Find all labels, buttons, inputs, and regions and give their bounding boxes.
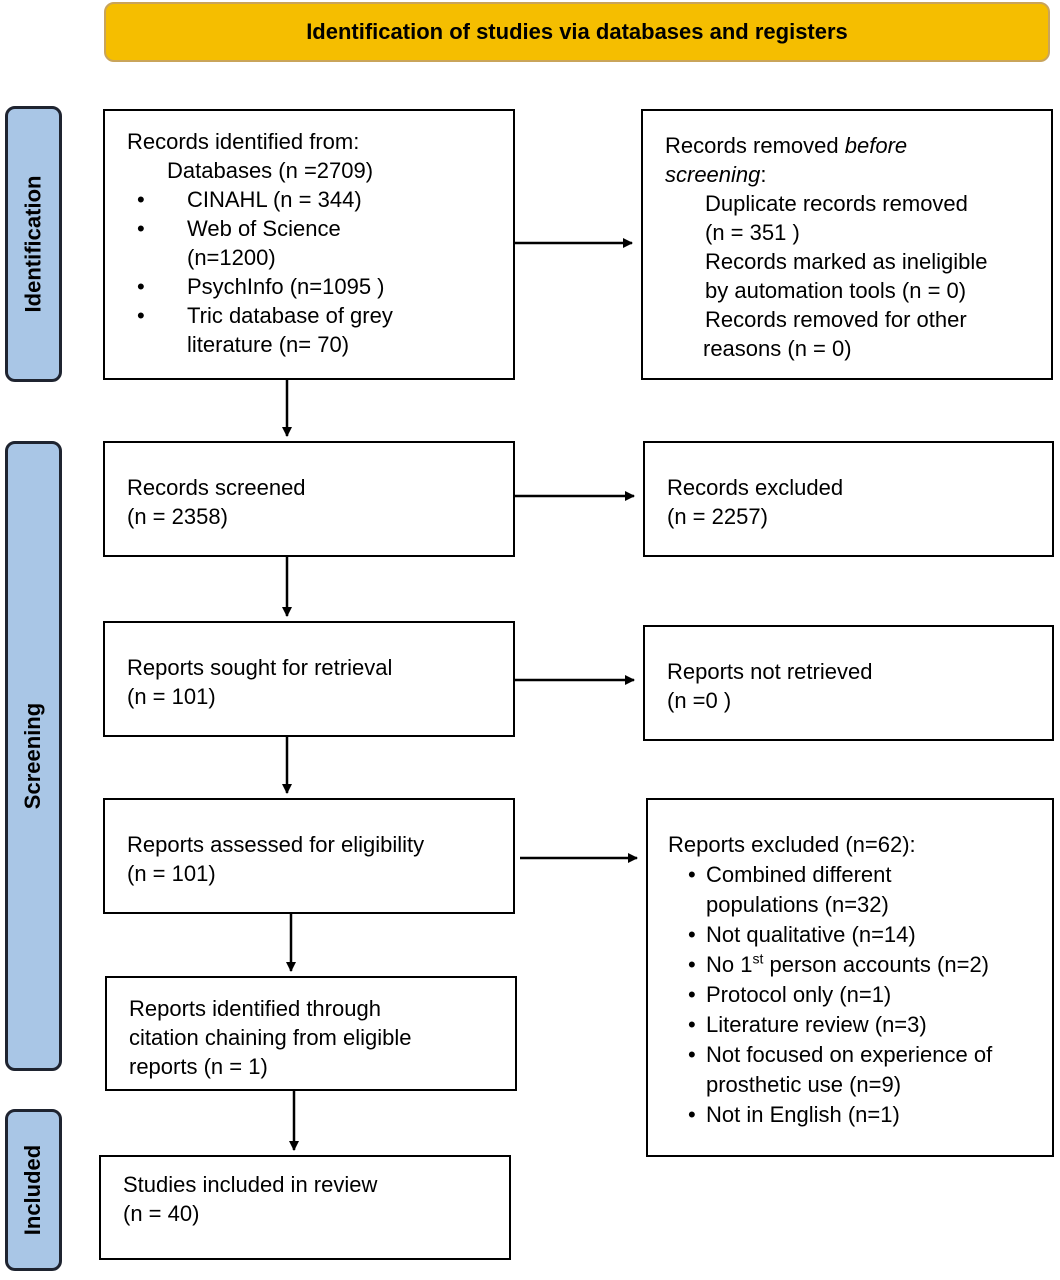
- records-excluded-box: Records excluded (n = 2257): [643, 441, 1054, 557]
- list-item: CINAHL (n = 344): [127, 185, 505, 214]
- reports-sought-box: Reports sought for retrieval (n = 101): [103, 621, 515, 737]
- reports-assessed-count: (n = 101): [127, 861, 216, 886]
- phase-included: Included: [5, 1109, 62, 1271]
- records-removed-details: Duplicate records removed (n = 351 ) Rec…: [703, 191, 988, 361]
- list-item: No 1st person accounts (n=2): [668, 950, 1046, 980]
- records-identified-databases: Databases (n =2709): [167, 158, 374, 183]
- list-item: Protocol only (n=1): [668, 980, 1046, 1010]
- phase-identification: Identification: [5, 106, 62, 382]
- records-excluded-label: Records excluded: [667, 475, 844, 500]
- citation-chaining-line3: reports (n = 1): [129, 1054, 268, 1079]
- reports-assessed-label: Reports assessed for eligibility: [127, 832, 425, 857]
- list-item: Not qualitative (n=14): [668, 920, 1046, 950]
- records-screened-label: Records screened: [127, 475, 306, 500]
- list-item: Not in English (n=1): [668, 1100, 1046, 1130]
- reports-excluded-title: Reports excluded (n=62):: [668, 832, 916, 857]
- reports-sought-count: (n = 101): [127, 684, 216, 709]
- phase-screening: Screening: [5, 441, 62, 1071]
- studies-included-label: Studies included in review: [123, 1172, 378, 1197]
- list-item: Web of Science(n=1200): [127, 214, 505, 272]
- records-screened-count: (n = 2358): [127, 504, 228, 529]
- citation-chaining-box: Reports identified through citation chai…: [105, 976, 517, 1091]
- reports-not-retrieved-box: Reports not retrieved (n =0 ): [643, 625, 1054, 741]
- reports-not-retrieved-label: Reports not retrieved: [667, 659, 873, 684]
- records-identified-box: Records identified from: Databases (n =2…: [103, 109, 515, 380]
- database-list: CINAHL (n = 344) Web of Science(n=1200) …: [127, 185, 505, 359]
- citation-chaining-line1: Reports identified through: [129, 996, 381, 1021]
- reports-excluded-box: Reports excluded (n=62): Combined differ…: [646, 798, 1054, 1157]
- records-screened-box: Records screened (n = 2358): [103, 441, 515, 557]
- studies-included-count: (n = 40): [123, 1201, 200, 1226]
- reports-not-retrieved-count: (n =0 ): [667, 688, 732, 713]
- citation-chaining-line2: citation chaining from eligible: [129, 1025, 412, 1050]
- list-item: PsychInfo (n=1095 ): [127, 272, 505, 301]
- header-banner: Identification of studies via databases …: [104, 2, 1050, 62]
- records-excluded-count: (n = 2257): [667, 504, 768, 529]
- list-item: Literature review (n=3): [668, 1010, 1046, 1040]
- reports-assessed-box: Reports assessed for eligibility (n = 10…: [103, 798, 515, 914]
- reports-sought-label: Reports sought for retrieval: [127, 655, 393, 680]
- header-title: Identification of studies via databases …: [306, 19, 848, 44]
- records-identified-title: Records identified from:: [127, 129, 360, 154]
- studies-included-box: Studies included in review (n = 40): [99, 1155, 511, 1260]
